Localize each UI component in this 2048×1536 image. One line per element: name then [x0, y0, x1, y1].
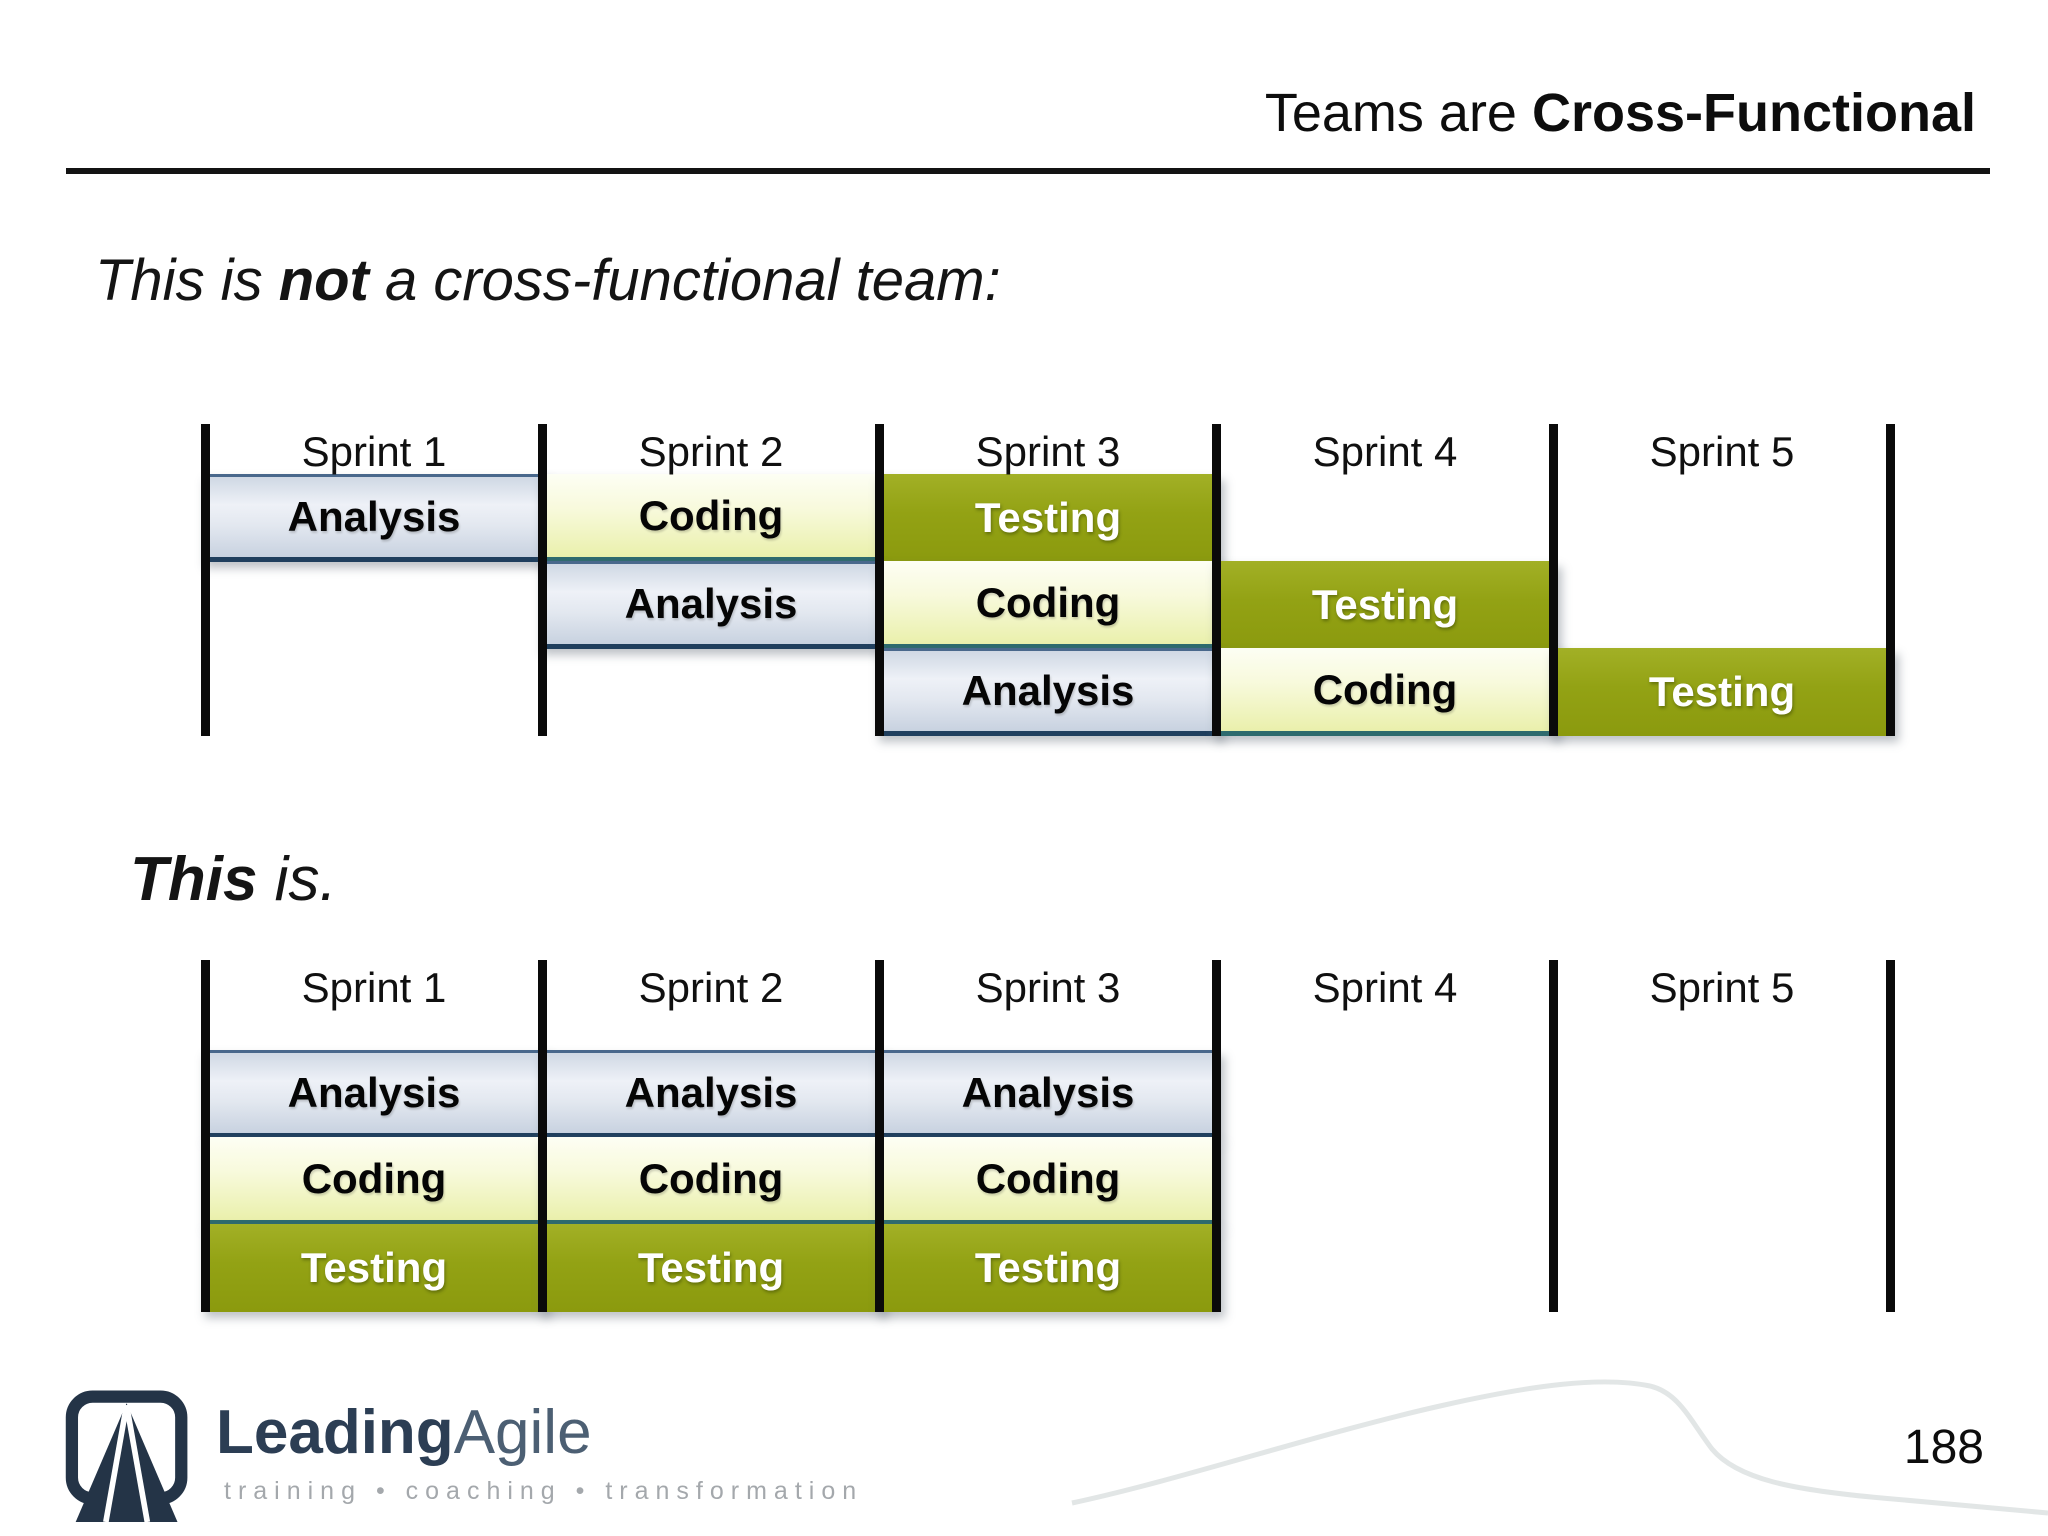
sprint-boundary-bar: [1549, 424, 1558, 736]
phase-box-coding: Coding: [1212, 648, 1558, 736]
title-underline: [66, 168, 1990, 174]
sprint-label: Sprint 1: [301, 428, 447, 475]
heading-post: a cross-functional team:: [368, 248, 1001, 313]
phase-box-analysis: Analysis: [538, 561, 884, 649]
sprint-boundary-bar: [1212, 424, 1221, 736]
brand-leading: Leading: [216, 1398, 454, 1467]
brand-wordmark: LeadingAgile: [216, 1400, 592, 1465]
phase-box-coding: Coding: [201, 1137, 547, 1225]
sprint-boundary-bar: [1212, 960, 1221, 1312]
leadingagile-logo-icon: [65, 1390, 188, 1522]
sprint-label: Sprint 5: [1649, 964, 1795, 1011]
sprint-label: Sprint 4: [1312, 428, 1458, 475]
phase-box-coding: Coding: [875, 1137, 1221, 1225]
page-title-regular: Teams are: [1264, 83, 1532, 143]
sprint-boundary-bar: [1886, 960, 1895, 1312]
phase-box-analysis: Analysis: [538, 1050, 884, 1138]
sprint-boundary-bar: [201, 424, 210, 736]
heading-pre: This is: [95, 248, 279, 313]
phase-box-testing: Testing: [1212, 561, 1558, 649]
sprint-label: Sprint 2: [638, 964, 784, 1011]
sprint-label: Sprint 2: [638, 428, 784, 475]
phase-box-analysis: Analysis: [201, 474, 547, 562]
brand-tagline: training • coaching • transformation: [224, 1477, 864, 1505]
not-crossfunctional-heading: This is not a cross-functional team:: [95, 248, 1001, 315]
crossfunctional-sprint-diagram: Sprint 1 Sprint 2 Sprint 3 Sprint 4 Spri…: [201, 960, 1895, 1312]
brand-agile: Agile: [453, 1398, 592, 1467]
heading-post-is: is.: [257, 845, 337, 914]
slide-page-number: 188: [1903, 1421, 1984, 1474]
sprint-label: Sprint 3: [975, 428, 1121, 475]
sprint-boundary-bar: [875, 424, 884, 736]
sprint-boundary-bar: [201, 960, 210, 1312]
waterfall-sprint-diagram: Sprint 1 Sprint 2 Sprint 3 Sprint 4 Spri…: [201, 424, 1895, 736]
crossfunctional-heading: This is.: [130, 844, 337, 915]
sprint-label: Sprint 1: [301, 964, 447, 1011]
sprint-boundary-bar: [538, 424, 547, 736]
sprint-label: Sprint 4: [1312, 964, 1458, 1011]
phase-box-coding: Coding: [538, 1137, 884, 1225]
phase-box-testing: Testing: [875, 474, 1221, 562]
phase-box-testing: Testing: [875, 1224, 1221, 1312]
phase-box-testing: Testing: [538, 1224, 884, 1312]
phase-box-testing: Testing: [201, 1224, 547, 1312]
phase-box-coding: Coding: [538, 474, 884, 562]
sprint-boundary-bar: [1549, 960, 1558, 1312]
phase-box-analysis: Analysis: [875, 648, 1221, 736]
phase-box-coding: Coding: [875, 561, 1221, 649]
heading-bold-this: This: [130, 845, 258, 914]
phase-box-analysis: Analysis: [875, 1050, 1221, 1138]
heading-bold-not: not: [278, 248, 369, 313]
phase-box-analysis: Analysis: [201, 1050, 547, 1138]
phase-box-testing: Testing: [1549, 648, 1895, 736]
sprint-boundary-bar: [538, 960, 547, 1312]
page-title-bold: Cross-Functional: [1531, 83, 1976, 143]
sprint-label: Sprint 3: [975, 964, 1121, 1011]
sprint-label: Sprint 5: [1649, 428, 1795, 475]
sprint-boundary-bar: [1886, 424, 1895, 736]
page-title: Teams are Cross-Functional: [1264, 83, 1976, 143]
sprint-boundary-bar: [875, 960, 884, 1312]
